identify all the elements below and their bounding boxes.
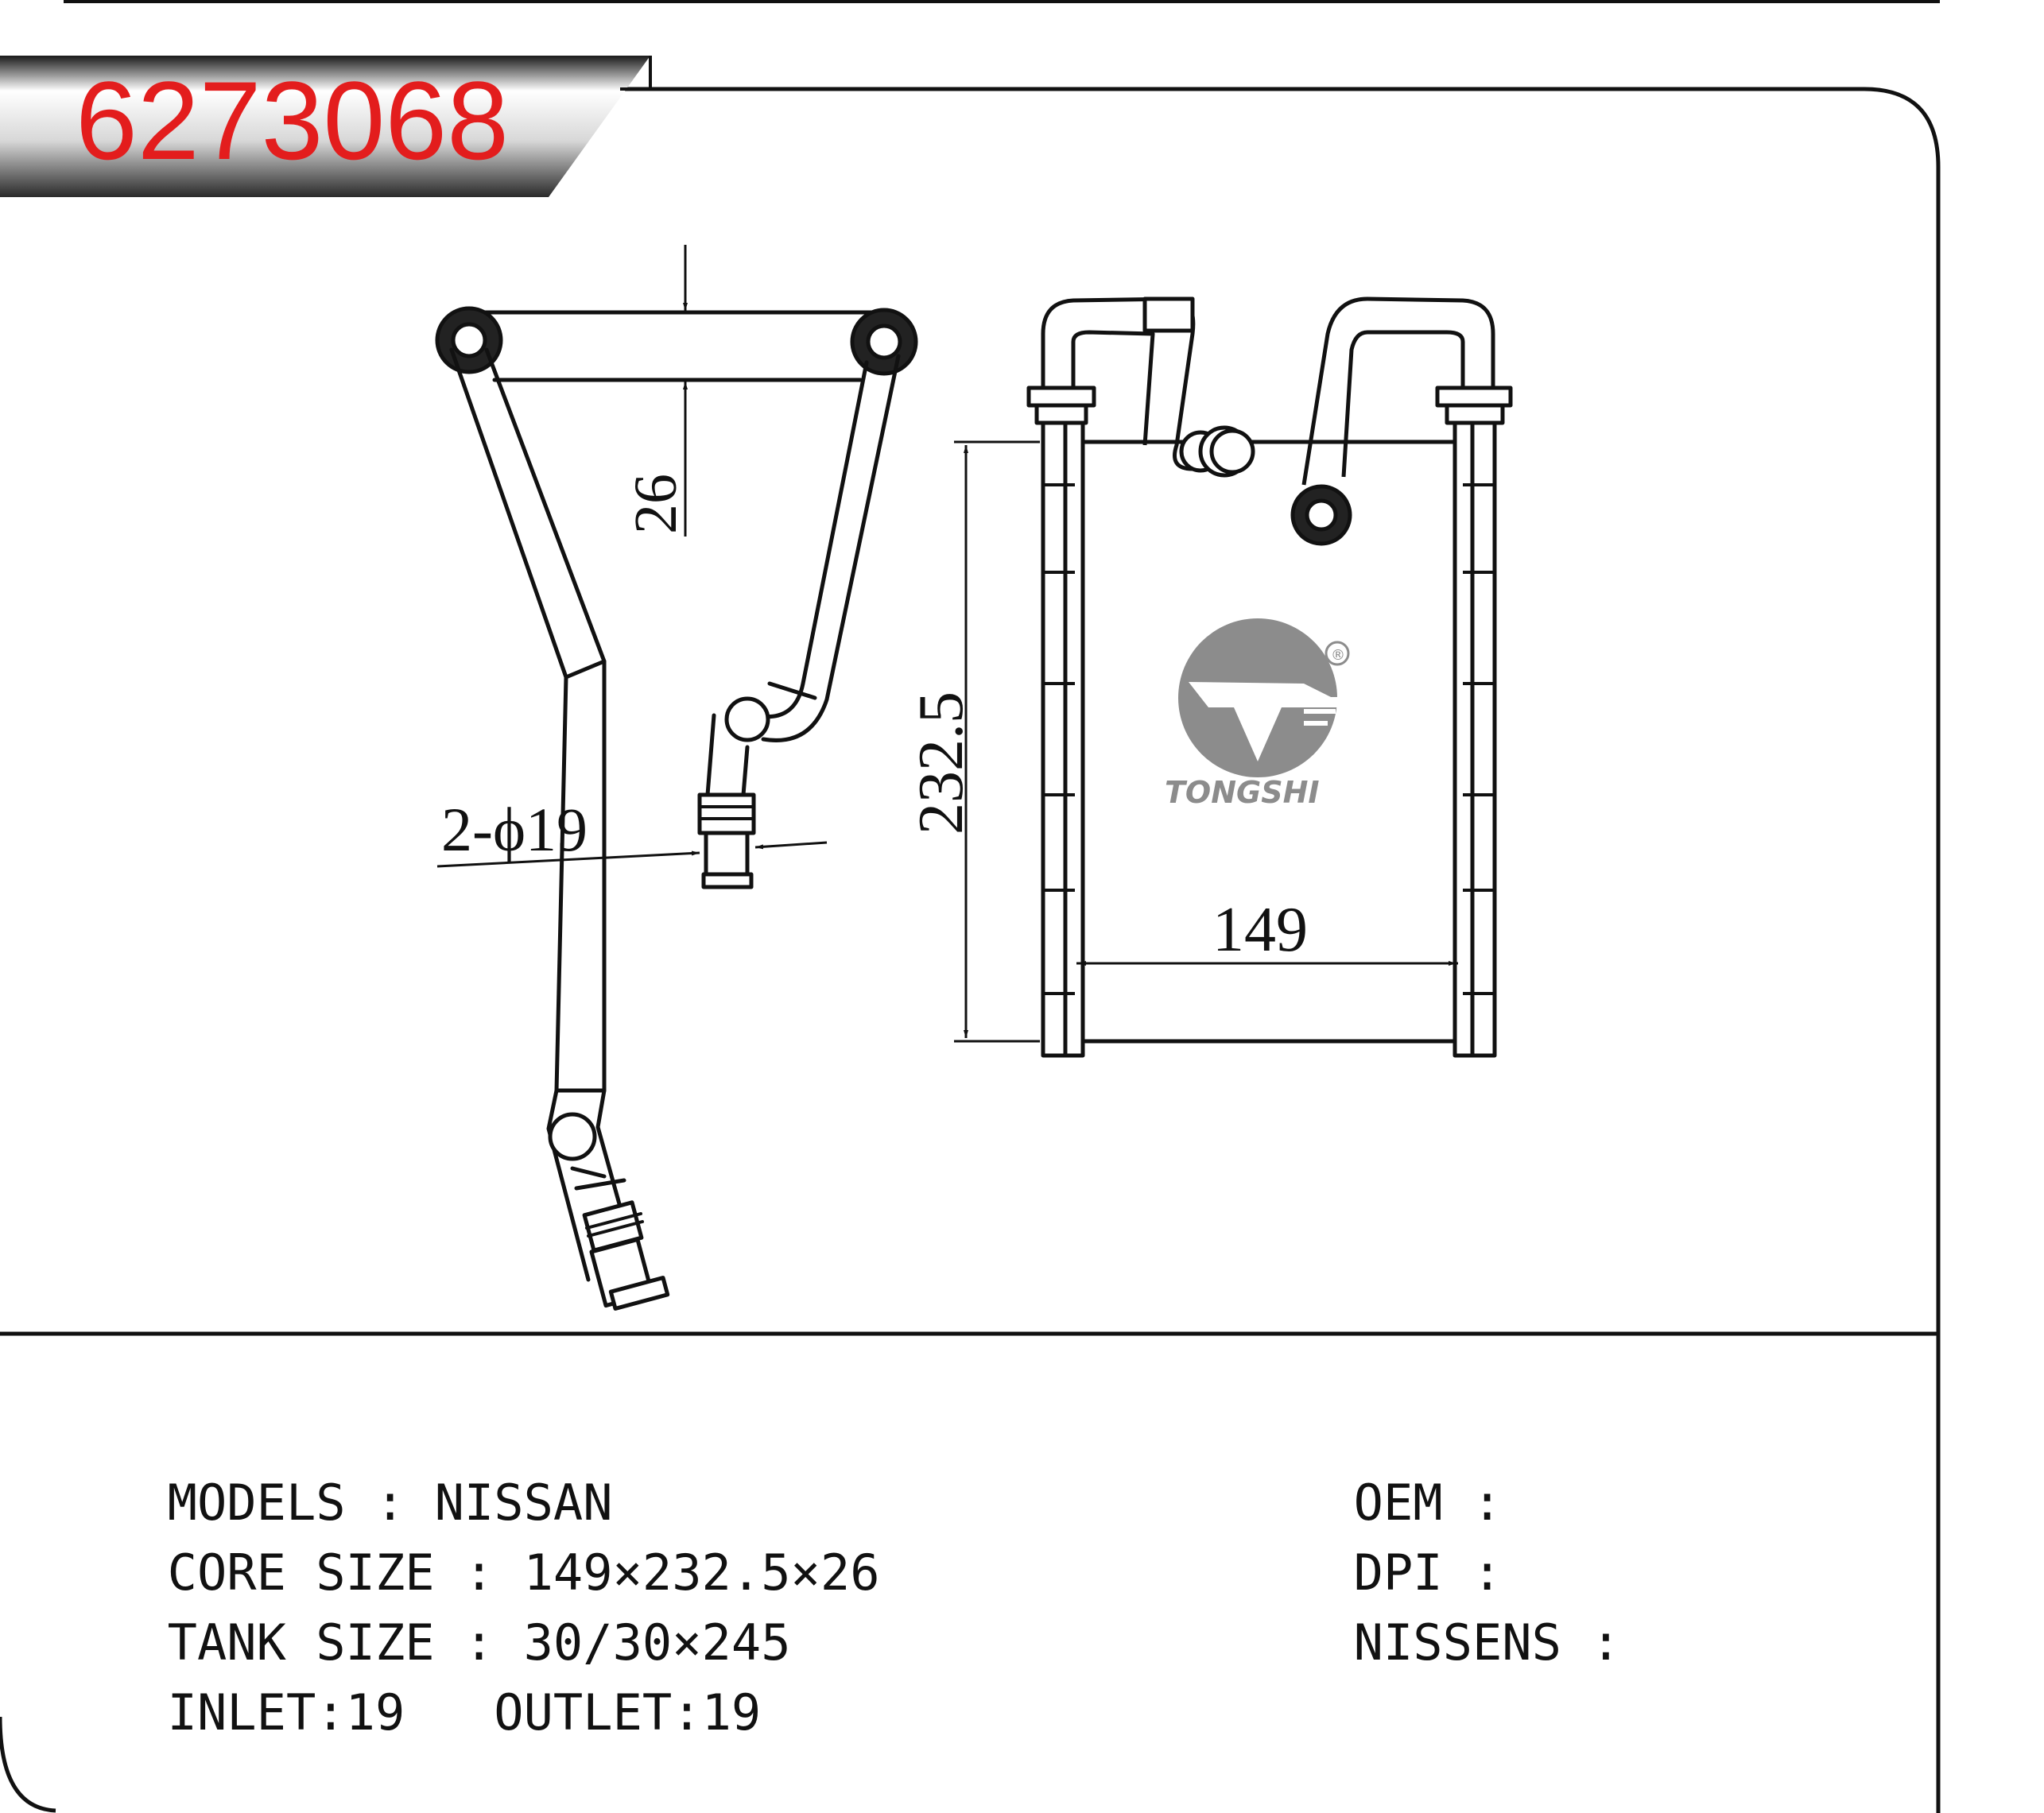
side-view (435, 306, 918, 1311)
logo-brand: TONGSHI (1165, 775, 1320, 810)
core-height-dimension (954, 440, 1040, 1043)
inlet-label: INLET (167, 1683, 316, 1741)
drawing-frame (0, 87, 1941, 1813)
tank-size-value: 30/30×245 (523, 1613, 791, 1672)
part-number-banner: 6273068 (0, 56, 652, 197)
registered-mark: ® (1331, 647, 1345, 664)
spec-core-size: CORE SIZE : 149×232.5×26 (167, 1544, 880, 1602)
spec-nissens: NISSENS : (1353, 1613, 1650, 1672)
part-number: 6273068 (76, 58, 509, 183)
spec-dpi: DPI : (1353, 1544, 1532, 1602)
side-pipe-short (753, 360, 869, 719)
models-value: NISSAN (434, 1474, 613, 1532)
spec-models: MODELS : NISSAN (167, 1474, 613, 1532)
front-outlet-pipe (1301, 296, 1495, 486)
tongshi-logo: ® TONGSHI (1165, 618, 1352, 810)
tank-size-label: TANK SIZE (167, 1613, 435, 1672)
inlet-value: 19 (345, 1683, 405, 1741)
spec-oem: OEM : (1353, 1474, 1532, 1532)
diameter-dimension (436, 841, 828, 868)
outlet-label: OUTLET (494, 1683, 673, 1741)
spec-tank-size: TANK SIZE : 30/30×245 (167, 1613, 791, 1672)
oem-label: OEM (1353, 1474, 1443, 1532)
outlet-value: 19 (701, 1683, 762, 1741)
core-width-label: 149 (1212, 895, 1308, 965)
side-pipe-short-collar (697, 792, 756, 835)
spec-inlet-outlet: INLET:19 OUTLET:19 (167, 1683, 762, 1741)
core-size-value: 149×232.5×26 (523, 1544, 880, 1602)
core-size-label: CORE SIZE (167, 1544, 435, 1602)
front-view (1026, 296, 1513, 1058)
nissens-label: NISSENS (1353, 1613, 1561, 1672)
core-height-label: 232.5 (906, 691, 976, 835)
thickness-label: 26 (623, 474, 689, 534)
dpi-label: DPI (1353, 1544, 1443, 1602)
diameter-label: 2-ϕ19 (441, 795, 588, 864)
models-label: MODELS (167, 1474, 346, 1532)
